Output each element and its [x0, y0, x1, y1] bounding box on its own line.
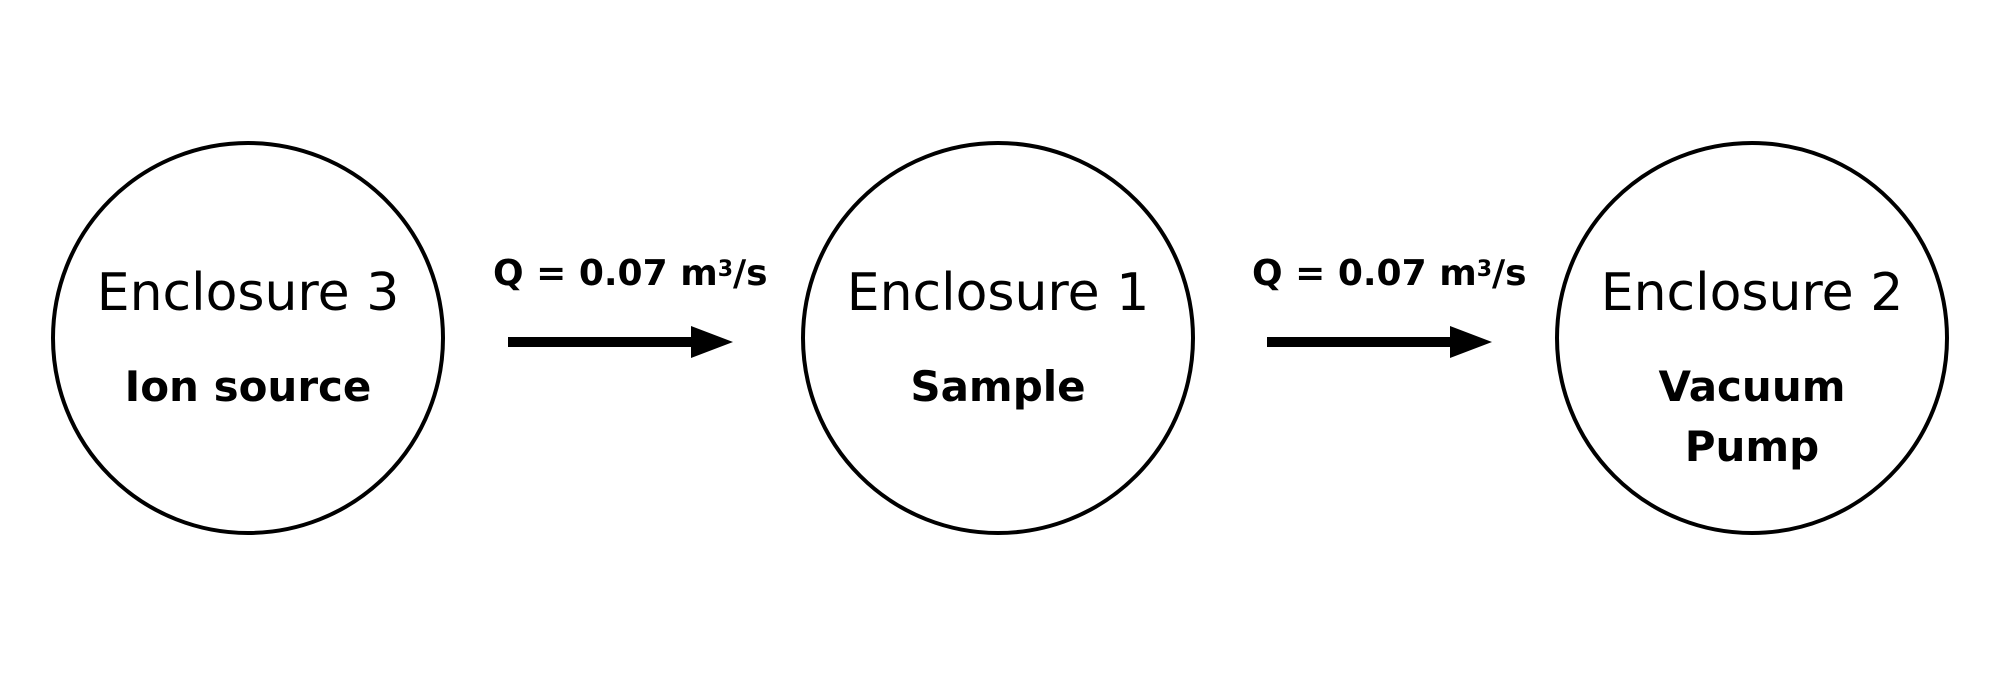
arrow-right-icon: [508, 326, 733, 358]
arrow-right-icon: [1267, 326, 1492, 358]
enclosure-1-title: Enclosure 1: [846, 263, 1150, 323]
flow-arrow-1-to-2: Q = 0.07 m3/s: [1252, 252, 1527, 358]
flow-rate-text: Q = 0.07 m: [1252, 253, 1477, 294]
enclosure-3-subtitle-line: Ion source: [124, 362, 372, 411]
enclosure-1-node: Enclosure 1 Sample: [801, 141, 1195, 535]
flow-rate-label: Q = 0.07 m3/s: [1252, 252, 1527, 296]
enclosure-2-subtitle-line: Vacuum: [1658, 362, 1846, 411]
enclosure-1-subtitle-line: Sample: [910, 362, 1086, 411]
flow-rate-suffix: /s: [733, 253, 768, 294]
flow-rate-exponent: 3: [717, 257, 734, 282]
flow-rate-suffix: /s: [1492, 253, 1527, 294]
flow-rate-exponent: 3: [1476, 257, 1493, 282]
enclosure-2-subtitle: Vacuum Pump: [1559, 357, 1945, 477]
enclosure-2-subtitle-line: Pump: [1684, 422, 1820, 471]
enclosure-2-node: Enclosure 2 Vacuum Pump: [1555, 141, 1949, 535]
flow-rate-label: Q = 0.07 m3/s: [493, 252, 768, 296]
enclosure-3-title: Enclosure 3: [96, 263, 400, 323]
flow-rate-text: Q = 0.07 m: [493, 253, 718, 294]
enclosure-2-title: Enclosure 2: [1600, 263, 1904, 323]
flow-arrow-3-to-1: Q = 0.07 m3/s: [493, 252, 768, 358]
enclosure-3-node: Enclosure 3 Ion source: [51, 141, 445, 535]
enclosure-1-subtitle: Sample: [805, 357, 1191, 417]
enclosure-3-subtitle: Ion source: [55, 357, 441, 417]
